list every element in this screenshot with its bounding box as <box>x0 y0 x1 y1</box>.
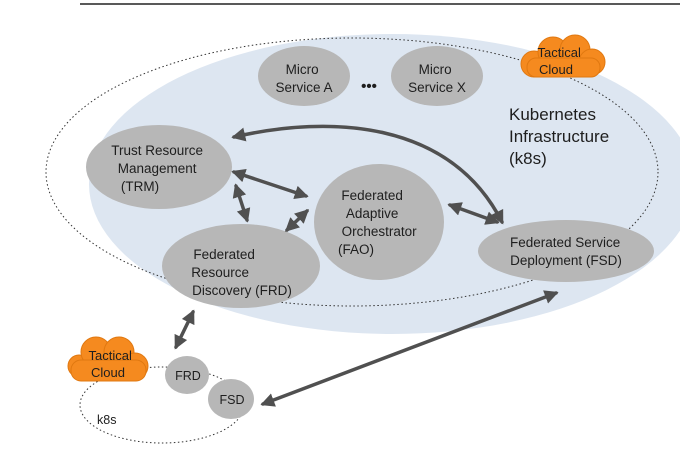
svg-text:Tactical Cloud: Tactical Cloud <box>538 45 585 77</box>
svg-text:Federated Service Deploy: Federated Service Deployment (FSD) <box>510 235 624 268</box>
micro-service-ellipsis: ••• <box>361 78 377 95</box>
arrow-frd-small-frd <box>174 309 195 350</box>
tactical-cloud-small: Tactical Cloud <box>67 336 149 382</box>
main-cluster-boundary <box>45 37 659 307</box>
frd-node: Federated Resource Discovery (FRD) <box>162 224 320 308</box>
small-frd-node: FRD <box>165 356 209 394</box>
svg-text:Trust Resource Managemen: Trust Resource Management (TRM) <box>111 143 207 194</box>
tactical-cloud-main: Tactical Cloud <box>520 34 606 78</box>
small-k8s-label: k8s <box>97 413 116 427</box>
svg-text:Tactical Cloud: Tactical Cloud <box>89 348 136 380</box>
svg-text:FSD: FSD <box>220 393 245 407</box>
svg-text:FRD: FRD <box>175 369 201 383</box>
tactical-cloud-main-line2: Cloud <box>539 62 573 77</box>
tactical-cloud-small-line2: Cloud <box>91 365 125 380</box>
micro-service-a-node: Micro Service A <box>258 46 350 106</box>
arrow-fsd-small-fsd <box>260 290 559 407</box>
arrow-trm-fsd <box>231 124 504 225</box>
trm-node: Trust Resource Management (TRM) <box>86 125 232 209</box>
k8s-infrastructure-title: Kubernetes Infrastructure (k8s) <box>509 105 614 168</box>
micro-service-x-node: Micro Service X <box>391 46 483 106</box>
fao-node: Federated Adaptive Orchestrator (FAO) <box>314 164 444 280</box>
arrow-fao-fsd <box>447 202 500 225</box>
tactical-cloud-main-line1: Tactical <box>538 45 581 60</box>
tactical-cloud-small-line1: Tactical <box>89 348 132 363</box>
svg-text:Micro Service X: Micro Service X <box>408 62 466 95</box>
arrow-trm-frd <box>232 183 251 223</box>
arrow-trm-fao <box>231 168 309 200</box>
arrow-frd-fao <box>284 209 310 232</box>
svg-text:Micro Service A: Micro Service A <box>275 62 332 95</box>
small-fsd-node: FSD <box>208 379 254 419</box>
fsd-node: Federated Service Deployment (FSD) <box>478 220 654 282</box>
